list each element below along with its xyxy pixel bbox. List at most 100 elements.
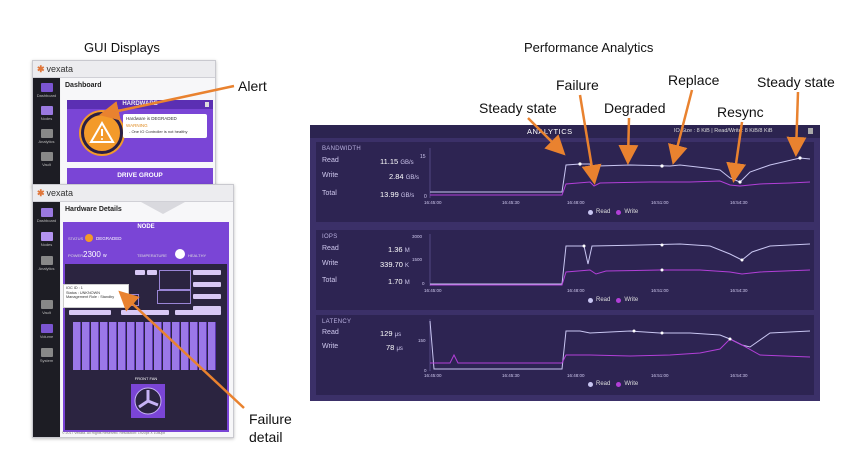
chart-point	[578, 162, 582, 166]
dashboard-sidebar: Dashboard Nodes Analytics Vault	[33, 78, 60, 187]
controller-bar[interactable]	[69, 310, 111, 315]
drive-slot[interactable]	[145, 322, 153, 370]
drive-slot[interactable]	[208, 322, 216, 370]
sidebar-item-dashboard[interactable]: Dashboard	[36, 83, 57, 98]
drive-group-card[interactable]: DRIVE GROUP	[67, 168, 213, 187]
latency-read-label: Read	[322, 329, 339, 336]
analytics-icon	[40, 129, 53, 138]
alert-badge[interactable]	[81, 112, 123, 154]
x-tick: 16:45:00	[424, 288, 442, 293]
chart-point	[740, 258, 744, 262]
bandwidth-total-value: 13.99 GB/s	[380, 190, 415, 199]
analytics-icon	[40, 256, 53, 265]
sidebar-item-vault[interactable]: Vault	[36, 152, 57, 167]
x-tick: 16:45:00	[424, 373, 442, 378]
collapse-chevron-icon[interactable]	[141, 202, 185, 214]
drive-slot[interactable]	[109, 322, 117, 370]
controller-bar[interactable]	[175, 310, 221, 315]
latency-write-value: 78 μs	[386, 343, 403, 352]
sidebar-item-system[interactable]: System	[36, 348, 57, 363]
system-icon	[40, 348, 53, 357]
bandwidth-read-label: Read	[322, 157, 339, 164]
temperature-icon	[175, 249, 185, 259]
chart-point	[728, 337, 732, 341]
x-tick: 16:48:00	[567, 200, 585, 205]
hardware-card[interactable]: HARDWARE Hardware is DEGRADED WARNING - …	[67, 100, 213, 162]
sidebar-item-volume[interactable]: Volume	[36, 324, 57, 339]
drive-slot[interactable]	[118, 322, 126, 370]
ioc-module[interactable]	[159, 270, 191, 290]
sidebar-item-vault[interactable]: Vault	[36, 300, 57, 315]
gui-displays-title: GUI Displays	[84, 40, 160, 55]
read-legend-icon	[588, 209, 593, 215]
page-title: Dashboard	[65, 82, 102, 89]
sidebar-item-dashboard[interactable]: Dashboard	[36, 208, 57, 223]
chart-point	[592, 172, 596, 176]
sidebar-item-analytics[interactable]: Analytics	[36, 129, 57, 144]
sidebar-item-analytics[interactable]: Analytics	[36, 256, 57, 271]
module-chip[interactable]	[193, 294, 221, 299]
module-chip[interactable]	[147, 270, 157, 275]
drive-slot[interactable]	[181, 322, 189, 370]
ioc-module[interactable]	[157, 290, 191, 304]
latency-legend: Read Write	[588, 381, 638, 387]
resync-annotation: Resync	[717, 104, 764, 120]
bandwidth-y-tick: 0	[424, 194, 427, 200]
chart-point	[738, 180, 742, 184]
steady-state-annotation-2: Steady state	[757, 74, 835, 90]
sidebar-item-nodes[interactable]: Nodes	[36, 106, 57, 121]
dashboard-content: Dashboard HARDWARE Hardware is DEGRADED …	[61, 78, 215, 187]
latency-panel: LATENCY Read 129 μs Write 78 μs 150 0 16…	[316, 315, 814, 395]
x-tick: 16:45:30	[502, 373, 520, 378]
drive-slot[interactable]	[91, 322, 99, 370]
warning-label: WARNING	[126, 123, 148, 128]
front-fan-label: FRONT FAN	[134, 376, 158, 381]
status-indicator-icon	[85, 234, 93, 242]
drive-slot[interactable]	[73, 322, 81, 370]
x-tick: 16:51:00	[651, 288, 669, 293]
sidebar-item-nodes[interactable]: Nodes	[36, 232, 57, 247]
vexata-logo-icon: ✱	[37, 63, 45, 74]
hardware-sidebar: Dashboard Nodes Analytics Vault Volume S…	[33, 202, 60, 437]
bandwidth-write-value: 2.84 GB/s	[389, 172, 420, 181]
latency-read-value: 129 μs	[380, 329, 402, 338]
hardware-content: Hardware Details NODE STATUS DEGRADED PO…	[61, 202, 233, 437]
controller-bar[interactable]	[121, 310, 169, 315]
drive-slots	[73, 322, 223, 372]
steady-state-annotation-1: Steady state	[479, 100, 557, 116]
read-legend-icon	[588, 297, 593, 303]
dashboard-titlebar: ✱ vexata	[33, 61, 215, 78]
bandwidth-y-tick: 15	[420, 154, 426, 160]
volume-icon	[40, 324, 53, 333]
drive-slot[interactable]	[82, 322, 90, 370]
iops-write-label: Write	[322, 260, 339, 267]
drive-slot[interactable]	[100, 322, 108, 370]
module-chip[interactable]	[193, 270, 221, 275]
drive-slot[interactable]	[136, 322, 144, 370]
brand-label: vexata	[46, 188, 74, 198]
delete-icon[interactable]	[808, 128, 813, 134]
drive-slot[interactable]	[163, 322, 171, 370]
node-card: NODE STATUS DEGRADED POWER 2300 w TEMPER…	[63, 222, 229, 432]
module-chip[interactable]	[193, 282, 221, 287]
iops-read-value: 1.36 M	[388, 245, 410, 254]
alert-annotation: Alert	[238, 78, 267, 94]
iops-read-label: Read	[322, 245, 339, 252]
footer-text: © 2017 Vexata. All Rights Reserved. Reso…	[62, 431, 166, 435]
temperature-value: HEALTHY	[188, 253, 207, 258]
x-tick: 16:48:00	[567, 373, 585, 378]
hardware-titlebar: ✱ vexata	[33, 185, 233, 202]
module-chip[interactable]	[135, 270, 145, 275]
drive-slot[interactable]	[154, 322, 162, 370]
chart-point	[582, 244, 586, 248]
trash-icon[interactable]	[205, 102, 209, 107]
drive-group-label: DRIVE GROUP	[117, 172, 163, 179]
temperature-label: TEMPERATURE	[137, 253, 167, 258]
drive-slot[interactable]	[199, 322, 207, 370]
drive-slot[interactable]	[172, 322, 180, 370]
drive-slot[interactable]	[190, 322, 198, 370]
drive-slot[interactable]	[127, 322, 135, 370]
vexata-logo-icon: ✱	[37, 187, 45, 198]
chart-point	[660, 243, 664, 247]
alert-tooltip: Hardware is DEGRADED WARNING - One IO Co…	[123, 114, 207, 138]
